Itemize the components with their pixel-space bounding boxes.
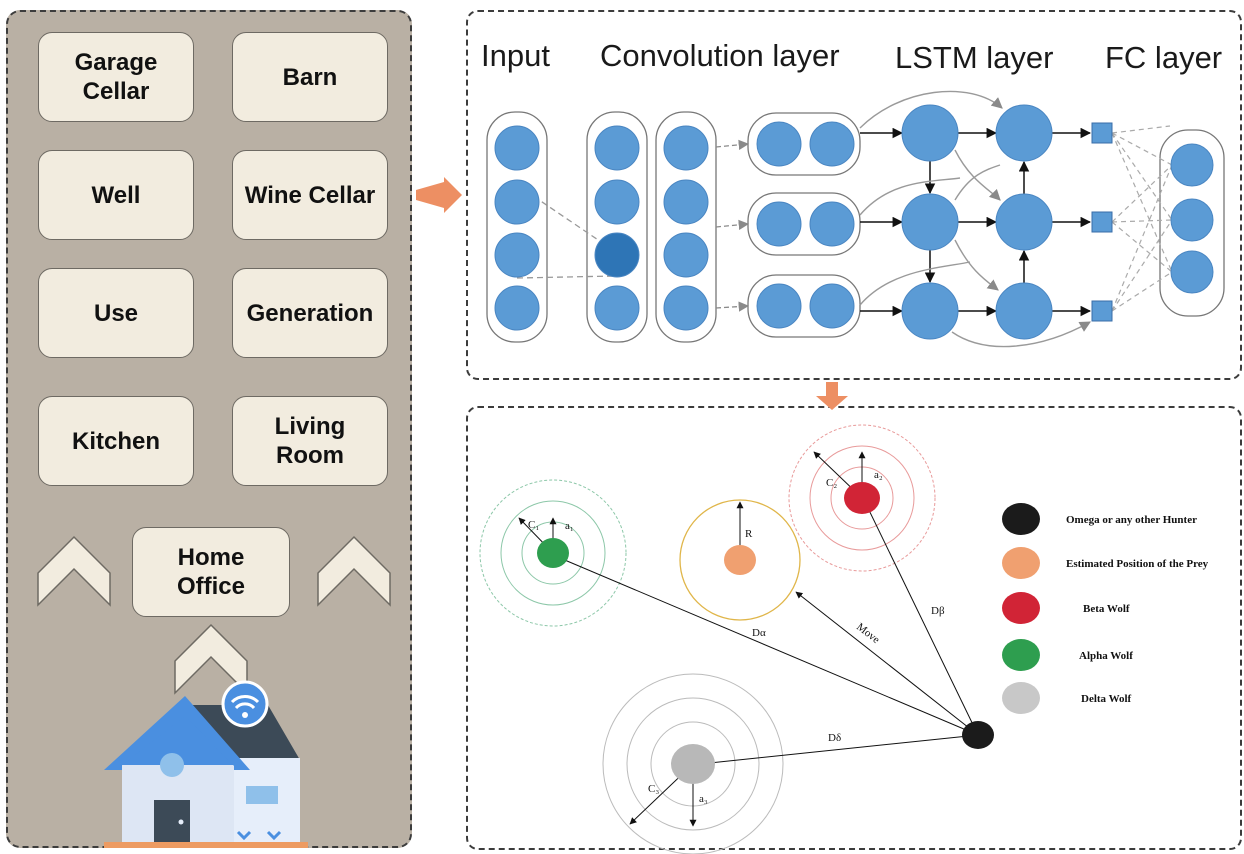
right-chevron-icon [317, 535, 391, 607]
legend-marker-omega [1002, 503, 1040, 535]
pooled-node [809, 283, 855, 329]
conv-node [663, 232, 709, 278]
label-move: Move [854, 621, 882, 646]
legend-marker-prey [1002, 547, 1040, 579]
room-use[interactable]: Use [38, 268, 194, 358]
convolution-layer-title: Convolution layer [600, 38, 840, 73]
legend-marker-beta [1002, 592, 1040, 624]
conv-node [663, 285, 709, 331]
conv-node [594, 285, 640, 331]
delta-wolf [671, 744, 715, 784]
lstm-node [901, 193, 959, 251]
pooled-node [756, 283, 802, 329]
legend-label-alpha: Alpha Wolf [1079, 650, 1133, 662]
label-c2: C₂ [826, 477, 837, 489]
label-a2: a₂ [874, 469, 883, 481]
grey-wolf-optimizer-diagram [466, 406, 1242, 850]
label-c1: C₁ [528, 519, 539, 531]
room-kitchen[interactable]: Kitchen [38, 396, 194, 486]
input-layer-title: Input [481, 38, 550, 73]
house-chevron-icon [174, 623, 248, 695]
lstm-node [901, 282, 959, 340]
lstm-node [995, 104, 1053, 162]
legend-label-omega: Omega or any other Hunter [1066, 514, 1197, 526]
conv-node [594, 125, 640, 171]
label-d-alpha: Dα [752, 627, 766, 639]
gwo-labels: C₁ a₁ R C₂ a₂ C₃ a₃ Dα Dβ Dδ Move [528, 469, 945, 805]
label-d-delta: Dδ [828, 732, 841, 744]
pooled-node [756, 121, 802, 167]
fc-node [1170, 198, 1214, 242]
room-living-room[interactable]: Living Room [232, 396, 388, 486]
conv-node [663, 179, 709, 225]
room-garage-cellar[interactable]: Garage Cellar [38, 32, 194, 122]
pooled-node [809, 201, 855, 247]
fc-input-square [1091, 122, 1113, 144]
gwo-agents [537, 482, 994, 784]
input-node [494, 179, 540, 225]
fc-node [1170, 143, 1214, 187]
prey-estimate [724, 545, 756, 575]
room-generation[interactable]: Generation [232, 268, 388, 358]
gwo-vectors [518, 451, 979, 827]
alpha-wolf [537, 538, 569, 568]
omega-hunter [962, 721, 994, 749]
smart-house-icon [104, 680, 308, 848]
lstm-node [995, 193, 1053, 251]
conv-node [594, 179, 640, 225]
label-c3: C₃ [648, 783, 659, 795]
input-node [494, 285, 540, 331]
network-nodes [494, 104, 1214, 340]
gwo-rings [479, 424, 936, 854]
label-r: R [745, 528, 753, 540]
fc-node [1170, 250, 1214, 294]
gwo-legend: Omega or any other Hunter Estimated Posi… [1002, 503, 1209, 714]
wifi-icon [230, 695, 260, 710]
pooled-node [809, 121, 855, 167]
label-d-beta: Dβ [931, 605, 945, 617]
room-barn[interactable]: Barn [232, 32, 388, 122]
legend-marker-alpha [1002, 639, 1040, 671]
lstm-node [995, 282, 1053, 340]
legend-marker-delta [1002, 682, 1040, 714]
label-a1: a₁ [565, 520, 574, 532]
beta-wolf [844, 482, 880, 514]
fc-layer-title: FC layer [1105, 40, 1223, 75]
legend-label-prey: Estimated Position of the Prey [1066, 558, 1209, 570]
input-node [494, 232, 540, 278]
down-orange-arrow-icon [816, 382, 848, 410]
lstm-layer-title: LSTM layer [895, 40, 1054, 75]
fc-input-square [1091, 211, 1113, 233]
legend-label-beta: Beta Wolf [1083, 603, 1130, 615]
pooled-node [756, 201, 802, 247]
conv-node [594, 232, 640, 278]
right-orange-arrow-icon [416, 177, 462, 213]
label-a3: a₃ [699, 793, 708, 805]
input-node [494, 125, 540, 171]
left-chevron-icon [37, 535, 111, 607]
fc-input-square [1091, 300, 1113, 322]
conv-node [663, 125, 709, 171]
legend-label-delta: Delta Wolf [1081, 693, 1132, 705]
lstm-node [901, 104, 959, 162]
room-wine-cellar[interactable]: Wine Cellar [232, 150, 388, 240]
room-well[interactable]: Well [38, 150, 194, 240]
room-home-office[interactable]: Home Office [132, 527, 290, 617]
